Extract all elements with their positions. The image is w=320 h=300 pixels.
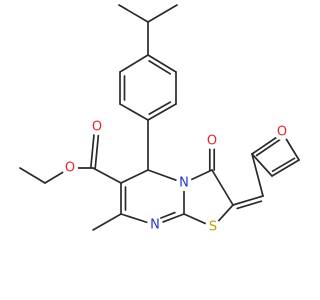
bond-1 bbox=[118, 4, 149, 23]
atom-n-imine: N bbox=[147, 217, 163, 233]
bond-25 bbox=[183, 213, 207, 225]
atom-label-o-ester-ether: O bbox=[65, 161, 75, 176]
bond-31 bbox=[94, 134, 100, 170]
bond-42 bbox=[271, 159, 300, 177]
bond-9 bbox=[119, 54, 149, 73]
bond-24 bbox=[217, 204, 234, 222]
atom-label-s-ring: S bbox=[209, 220, 217, 235]
bond-37 bbox=[251, 153, 264, 197]
atom-label-o-ester-carbonyl: O bbox=[92, 120, 102, 135]
bond-33 bbox=[44, 171, 64, 184]
atom-n-ring: N bbox=[176, 175, 192, 191]
bond-28 bbox=[92, 213, 122, 231]
bond-44 bbox=[251, 153, 273, 177]
atom-o-ester-ether: O bbox=[62, 160, 78, 176]
molecule-diagram: O O O O N N S bbox=[19, 4, 300, 235]
atom-label-layer: O O O O N N S bbox=[62, 119, 290, 235]
bond-38 bbox=[251, 134, 281, 155]
atom-label-o-furan: O bbox=[277, 125, 287, 140]
atom-o-ketone: O bbox=[204, 133, 220, 149]
bond-35 bbox=[232, 195, 264, 206]
bond-4 bbox=[147, 54, 177, 73]
bond-17 bbox=[120, 213, 149, 224]
bond-10 bbox=[148, 60, 172, 75]
atom-o-ester-carbonyl: O bbox=[89, 119, 105, 135]
bond-layer bbox=[19, 4, 300, 231]
bond-23 bbox=[211, 169, 234, 206]
bond-11 bbox=[148, 101, 172, 115]
bond-7 bbox=[119, 103, 149, 121]
atom-label-o-ketone: O bbox=[207, 134, 217, 149]
bond-19 bbox=[160, 211, 176, 219]
bond-34 bbox=[19, 167, 46, 184]
bond-43 bbox=[271, 157, 296, 173]
bond-2 bbox=[147, 4, 178, 23]
bond-39 bbox=[255, 138, 281, 157]
bond-22 bbox=[190, 169, 213, 181]
bond-29 bbox=[92, 167, 122, 184]
atom-label-n-imine: N bbox=[150, 218, 160, 233]
bond-6 bbox=[147, 103, 177, 121]
atom-o-furan: O bbox=[274, 124, 290, 140]
bond-41 bbox=[284, 137, 300, 161]
structure-canvas: O O O O N N S bbox=[19, 4, 300, 235]
bond-18 bbox=[161, 213, 185, 224]
bond-21 bbox=[147, 169, 178, 182]
bond-36 bbox=[236, 200, 263, 210]
bond-14 bbox=[120, 169, 149, 184]
atom-label-n-ring: N bbox=[179, 176, 189, 191]
atom-s-ring: S bbox=[205, 219, 221, 235]
bond-30 bbox=[89, 133, 95, 169]
